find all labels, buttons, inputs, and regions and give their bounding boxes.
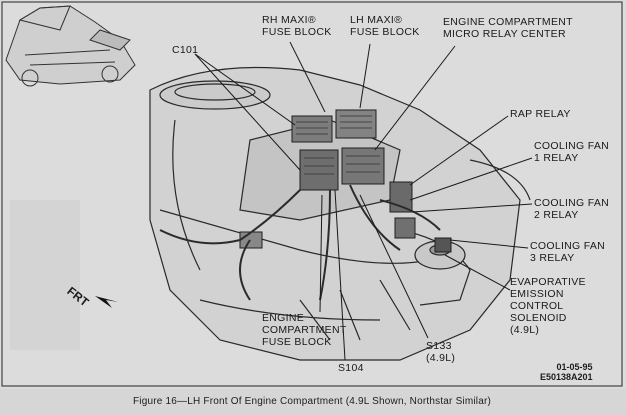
label-cooling-fan-2-relay: COOLING FAN 2 RELAY: [534, 197, 610, 221]
front-arrow-icon: [95, 296, 118, 308]
label-cooling-fan-3-relay: COOLING FAN 3 RELAY: [530, 240, 606, 264]
fuse-block-cluster: [239, 109, 452, 253]
drawing-code: 01-05-95 E50138A201: [540, 362, 593, 382]
figure-caption: Figure 16—LH Front Of Engine Compartment…: [133, 396, 492, 407]
label-c101: C101: [172, 44, 199, 56]
leader-lines: [194, 41, 533, 361]
engine-compartment-illustration: [1, 1, 623, 387]
label-engine-compartment-fuse-block: ENGINE COMPARTMENT FUSE BLOCK: [262, 312, 347, 348]
label-rh-maxi-fuse-block: RH MAXI® FUSE BLOCK: [262, 14, 332, 38]
label-cooling-fan-1-relay: COOLING FAN 1 RELAY: [534, 140, 610, 164]
label-engine-compartment-micro-relay-center: ENGINE COMPARTMENT MICRO RELAY CENTER: [443, 16, 573, 40]
wiring-harness: [159, 184, 441, 301]
figure-caption-bar: Figure 16—LH Front Of Engine Compartment…: [0, 389, 626, 415]
label-s133: S133 (4.9L): [426, 340, 456, 364]
label-s104: S104: [338, 362, 364, 374]
label-evaporative-emission-control-solenoid: EVAPORATIVE EMISSION CONTROL SOLENOID (4…: [510, 276, 586, 336]
label-lh-maxi-fuse-block: LH MAXI® FUSE BLOCK: [350, 14, 420, 38]
label-rap-relay: RAP RELAY: [510, 108, 571, 120]
vehicle-locator-inset: [5, 5, 136, 87]
